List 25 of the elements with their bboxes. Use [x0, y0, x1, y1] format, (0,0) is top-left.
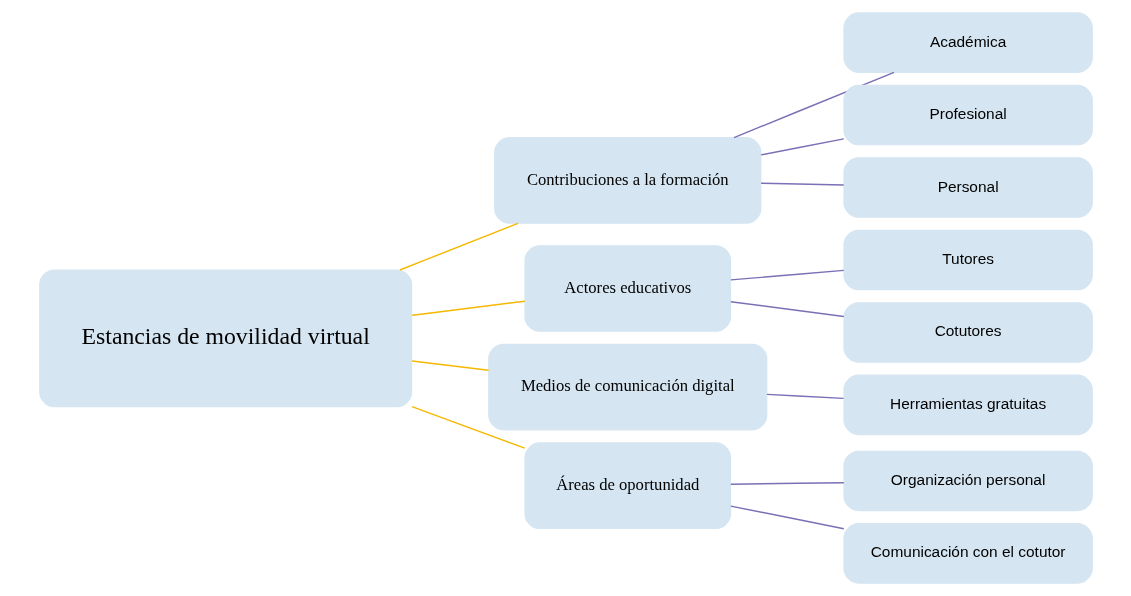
- node-box: Organización personal: [842, 450, 1093, 512]
- node-box: Comunicación con el cotutor: [842, 523, 1093, 584]
- node-box: Académica: [842, 12, 1093, 73]
- node-box: Tutores: [842, 229, 1093, 291]
- node-box: Medios de comunicación digital: [487, 343, 767, 431]
- connector: [732, 71, 895, 139]
- connector: [729, 481, 845, 485]
- node-box: Actores educativos: [523, 245, 731, 332]
- connector: [410, 360, 489, 371]
- connector: [765, 393, 844, 400]
- node-box: Contribuciones a la formación: [493, 137, 761, 224]
- connector: [759, 138, 844, 156]
- connector: [410, 300, 526, 316]
- connector: [729, 505, 845, 530]
- connector: [398, 222, 519, 271]
- connector: [410, 405, 526, 449]
- node-box: Herramientas gratuitas: [842, 374, 1093, 436]
- node-box: Personal: [842, 157, 1093, 218]
- node-box: Áreas de oportunidad: [523, 442, 731, 530]
- node-box: Cotutores: [842, 302, 1093, 363]
- connector: [729, 269, 845, 281]
- node-box: Profesional: [842, 84, 1093, 146]
- connector: [729, 301, 845, 318]
- connector: [759, 182, 844, 186]
- node-box: Estancias de movilidad virtual: [38, 269, 412, 408]
